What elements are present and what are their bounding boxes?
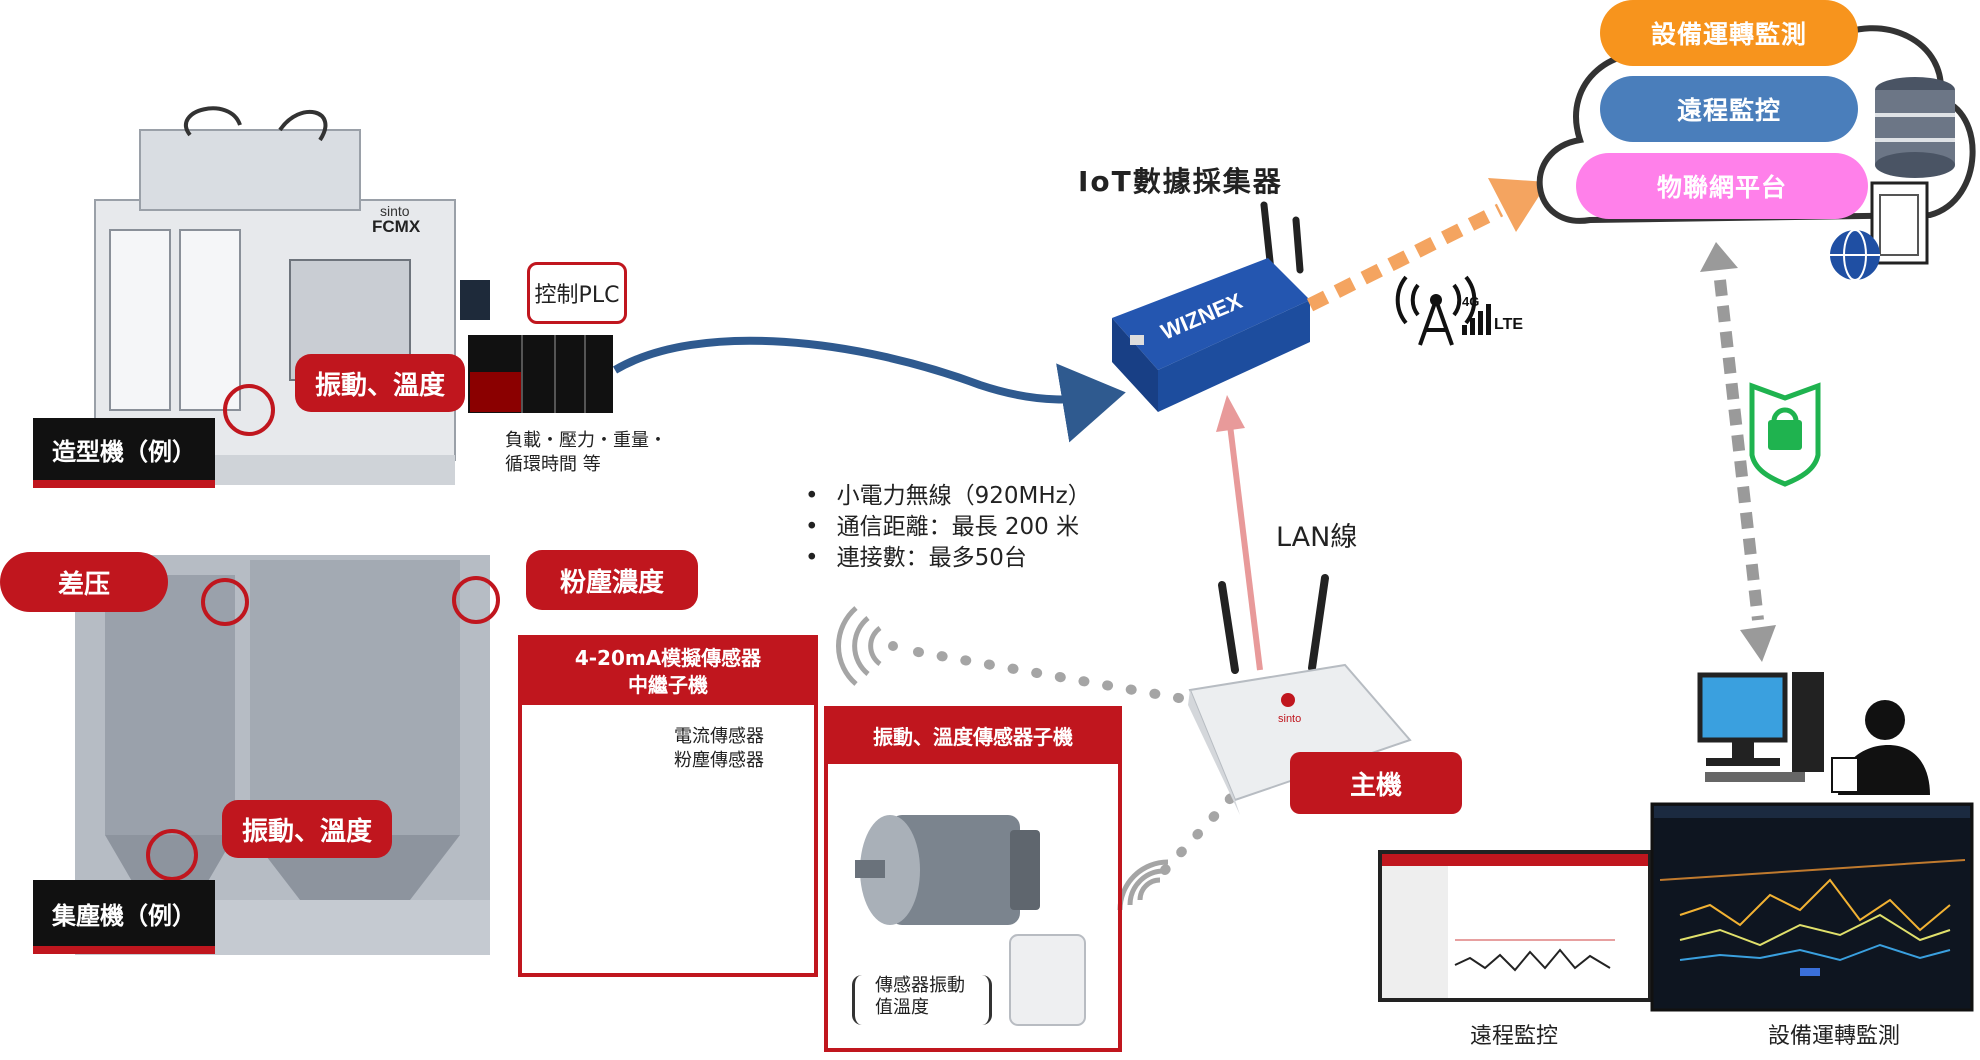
wireless-spec-item: 通信距離：最長 200 米 (805, 512, 1091, 543)
lte-text: LTE (1494, 316, 1523, 333)
lan-label: LAN線 (1276, 522, 1358, 553)
iot-device-image (1112, 201, 1310, 412)
vibration-note-line1: 傳感器振動 (875, 975, 965, 996)
lan-arrow (1216, 395, 1263, 671)
dust-concentration-marker (452, 576, 500, 624)
lte-tower-icon (1395, 275, 1491, 346)
analog-panel-title-line1: 4-20mA模擬傳感器 (574, 646, 762, 670)
equipment-monitor-caption: 設備運轉監測 (1768, 1024, 1901, 1049)
diff-pressure-tag: 差压 (0, 552, 168, 612)
analog-panel-header: 4-20mA模擬傳感器 中繼子機 (522, 639, 814, 705)
machine-sensor-tag: 振動、溫度 (295, 354, 465, 412)
molding-machine-caption: 造型機（例） (33, 418, 215, 488)
lte-4g-text: 4G (1462, 294, 1479, 309)
dust-sensor-label: 粉塵傳感器 (674, 750, 764, 771)
analog-panel-title-line2: 中繼子機 (628, 673, 708, 697)
equipment-monitor-screen (1650, 802, 1974, 1012)
user-icon (1831, 700, 1930, 795)
wireless-spec-item: 小電力無線（920MHz） (805, 481, 1091, 512)
wireless-wave-icon-lower (1117, 859, 1169, 911)
vibration-panel-header: 振動、溫度傳感器子機 (828, 710, 1118, 764)
motor-image (855, 815, 1040, 925)
vibration-sensor-image (1009, 934, 1086, 1026)
plc-note-line1: 負載・壓力・重量・ (505, 430, 667, 451)
host-label: 主機 (1290, 752, 1462, 814)
analog-sensor-panel: 4-20mA模擬傳感器 中繼子機 (518, 635, 818, 977)
host-router-image (1188, 574, 1412, 815)
security-shield-icon (1749, 382, 1821, 487)
dust-concentration-tag: 粉塵濃度 (526, 550, 698, 610)
cloud-item-iot-platform[interactable]: 物聯網平台 (1576, 153, 1868, 219)
pc-monitor-image (1697, 672, 1824, 782)
machine-model-text: FCMX (372, 217, 421, 236)
remote-monitor-caption: 遠程監控 (1470, 1024, 1559, 1049)
dust-collector-caption: 集塵機（例） (33, 880, 215, 954)
plc-label: 控制PLC (527, 262, 627, 324)
plc-to-iot-arrow (612, 336, 1126, 443)
globe-icon (1830, 229, 1880, 281)
current-sensor-label: 電流傳感器 (674, 726, 764, 747)
machine-sensor-marker (223, 384, 275, 436)
cloud-item-equipment-monitoring[interactable]: 設備運轉監測 (1600, 0, 1858, 66)
vibration-note-line2: 值溫度 (875, 997, 929, 1018)
wireless-link-lower (1160, 750, 1275, 875)
wireless-wave-icon-upper (836, 606, 898, 686)
iot-to-cloud-arrow (1306, 178, 1548, 312)
wireless-spec-list: 小電力無線（920MHz） 通信距離：最長 200 米 連接數：最多50台 (805, 481, 1091, 574)
cloud-item-remote-monitoring[interactable]: 遠程監控 (1600, 76, 1858, 142)
machine-brand-text: sinto (380, 203, 410, 219)
collector-sensor-marker (146, 829, 198, 881)
plc-note-line2: 循環時間 等 (505, 454, 601, 475)
wireless-spec-item: 連接數：最多50台 (805, 543, 1091, 574)
molding-machine-image (94, 106, 490, 485)
cloud-to-pc-arrow (1700, 242, 1776, 662)
remote-monitor-screen (1378, 850, 1652, 1002)
plc-unit (468, 335, 613, 413)
vibration-note: 傳感器振動 值溫度 (852, 975, 992, 1025)
document-icon (1870, 181, 1929, 265)
collector-sensor-tag: 振動、溫度 (222, 800, 392, 858)
diff-pressure-marker (201, 578, 249, 626)
vibration-sensor-panel: 振動、溫度傳感器子機 (824, 706, 1122, 1052)
database-icon (1875, 77, 1955, 178)
iot-collector-title: IoT數據採集器 (1078, 165, 1283, 198)
host-brand-text: sinto (1278, 713, 1301, 725)
wireless-link-upper (913, 647, 1195, 705)
